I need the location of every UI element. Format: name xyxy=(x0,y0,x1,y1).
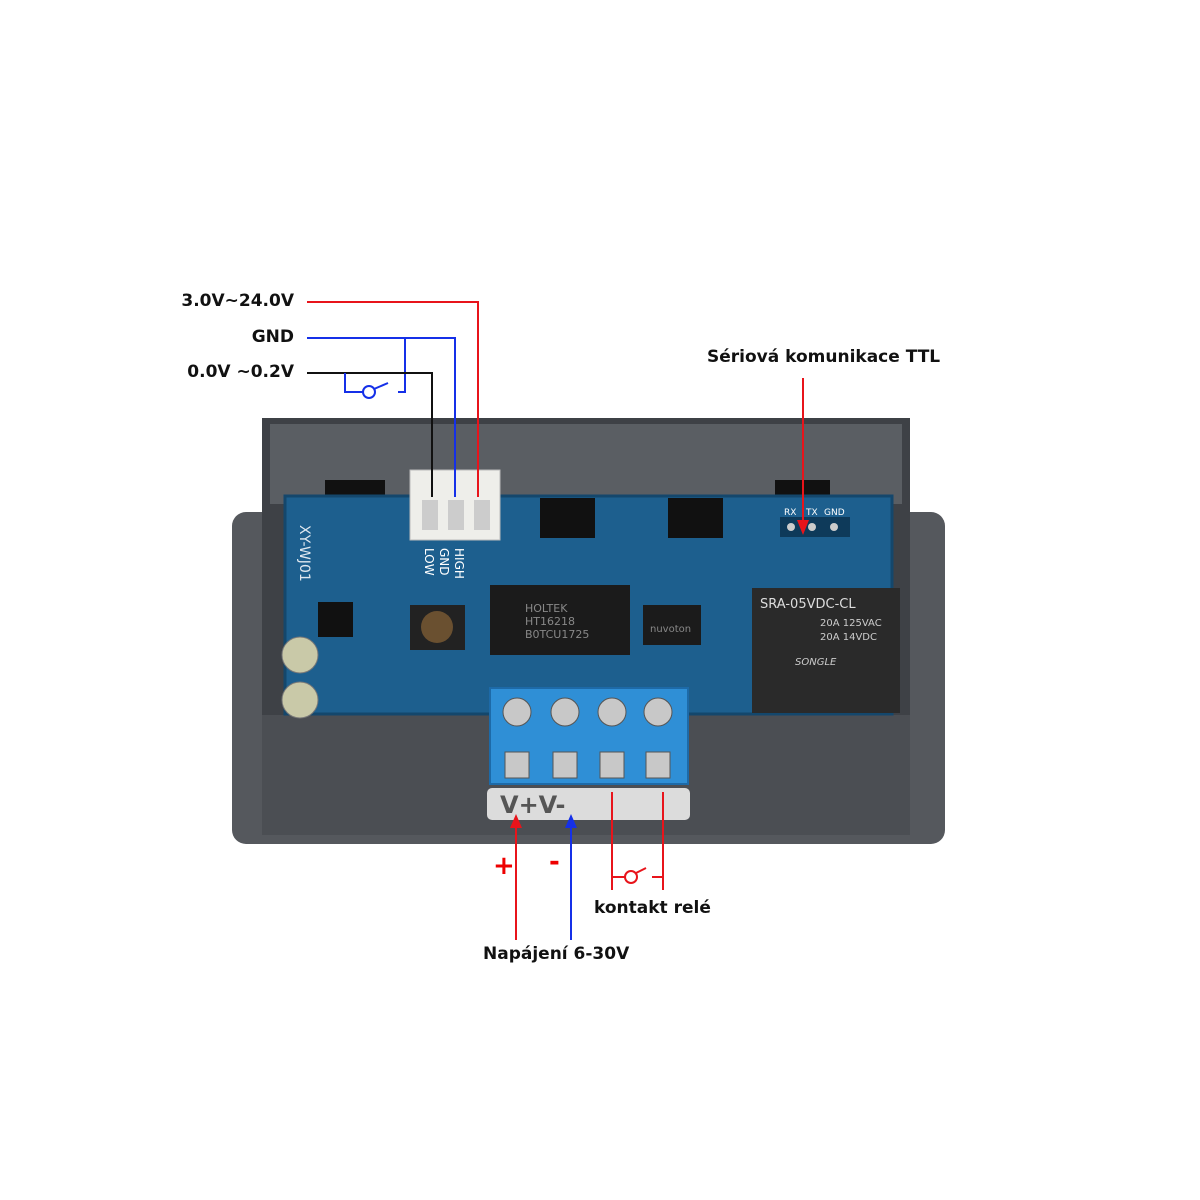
board-model: XY-WJ01 xyxy=(296,525,312,582)
chip-text: B0TCU1725 xyxy=(525,628,589,641)
serial-pin-rx: RX xyxy=(784,508,796,518)
chip-text: HT16218 xyxy=(525,615,575,628)
arrow-minus xyxy=(565,814,577,828)
relay-rating: 20A 14VDC xyxy=(820,632,877,643)
capacitor xyxy=(281,681,319,719)
connector-pin-low: LOW xyxy=(422,548,436,576)
arrow-serial xyxy=(797,520,809,535)
arrow-plus xyxy=(510,814,522,828)
label-power: Napájení 6-30V xyxy=(483,944,630,964)
connector-pin-high: HIGH xyxy=(452,548,466,579)
serial-pin-gnd: GND xyxy=(824,508,845,518)
serial-pin-tx: TX xyxy=(805,508,818,518)
connector-pin-gnd: GND xyxy=(437,548,451,576)
label-input-low: 0.0V ~0.2V xyxy=(187,362,294,382)
wire-gnd xyxy=(307,337,456,497)
capacitor xyxy=(281,636,319,674)
mcu-chip xyxy=(643,605,701,645)
switch-icon xyxy=(362,385,376,399)
label-input-gnd: GND xyxy=(251,327,294,347)
holtek-chip xyxy=(490,585,630,655)
label-input-high: 3.0V~24.0V xyxy=(181,291,294,311)
optocoupler xyxy=(540,498,595,538)
relay-rating: 20A 125VAC xyxy=(820,618,882,629)
switch-gnd xyxy=(398,338,406,393)
relay-model: SRA-05VDC-CL xyxy=(760,597,856,612)
label-plus: + xyxy=(493,851,515,881)
mcu-text: nuvoton xyxy=(650,624,691,635)
relay-switch-icon xyxy=(624,870,638,884)
wire-high xyxy=(307,301,479,497)
relay-brand: SONGLE xyxy=(795,657,837,668)
optocoupler xyxy=(668,498,723,538)
wire-low xyxy=(307,372,433,497)
terminal-label-text: V+V- xyxy=(500,791,565,819)
terminal-label xyxy=(487,788,690,820)
label-relay-contact: kontakt relé xyxy=(594,898,711,918)
label-serial: Sériová komunikace TTL xyxy=(707,347,941,367)
chip-text: HOLTEK xyxy=(525,602,568,615)
relay xyxy=(752,588,900,713)
label-minus: - xyxy=(549,847,560,877)
